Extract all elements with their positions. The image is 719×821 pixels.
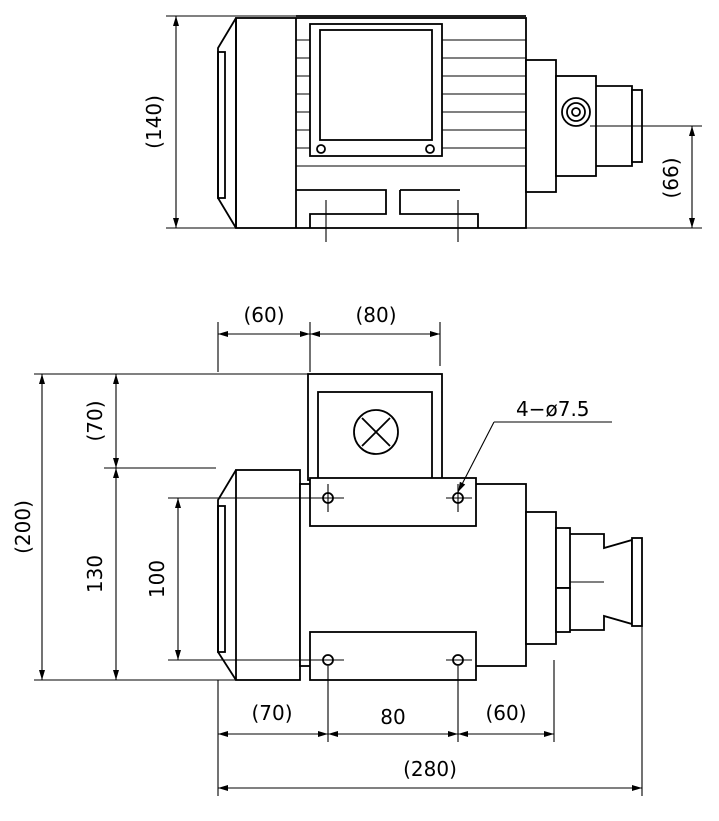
cable-entry-cross-b xyxy=(361,417,391,447)
flange-top xyxy=(525,511,557,645)
motor-housing-top xyxy=(235,469,301,681)
output-face-top xyxy=(631,537,643,627)
gear-head-top-a xyxy=(555,527,571,589)
dim-130: 130 xyxy=(83,555,107,593)
callout-leader xyxy=(457,421,495,493)
dim-height: (140) xyxy=(142,95,166,149)
top-view: (60) (80) (200) (70) 130 100 4−ø7.5 (70)… xyxy=(11,303,643,796)
dim-200: (200) xyxy=(11,500,35,554)
dim-70-upper: (70) xyxy=(83,400,107,441)
terminal-box xyxy=(309,23,443,157)
fan-cover-top xyxy=(217,469,237,681)
terminal-box-top xyxy=(307,373,443,481)
output-shaft-outer xyxy=(561,97,591,127)
dim-top-60: (60) xyxy=(243,303,284,327)
dim-bottom-70: (70) xyxy=(251,701,292,725)
terminal-screw-right xyxy=(425,144,435,154)
terminal-screw-left xyxy=(316,144,326,154)
fan-cover xyxy=(217,17,237,229)
dim-top-80: (80) xyxy=(355,303,396,327)
output-shaft-inner xyxy=(571,107,581,117)
terminal-box-cover xyxy=(319,29,433,141)
dim-280: (280) xyxy=(403,757,457,781)
mounting-feet xyxy=(296,189,479,228)
fan-cover-top-end xyxy=(217,505,226,653)
side-view: (140) (66) xyxy=(142,15,702,242)
dim-bottom-80: 80 xyxy=(380,705,405,729)
output-shaft-mid xyxy=(566,102,586,122)
dim-bottom-60: (60) xyxy=(485,701,526,725)
hole-callout: 4−ø7.5 xyxy=(516,397,590,421)
fan-cover-end xyxy=(217,51,226,199)
mount-plate-lower xyxy=(309,631,477,681)
gear-head-top-b xyxy=(555,587,571,633)
dim-shaft-height: (66) xyxy=(659,157,683,198)
mounting-holes xyxy=(316,484,472,666)
dim-100: 100 xyxy=(145,560,169,598)
cable-entry-circle xyxy=(353,409,399,455)
mount-plate-upper xyxy=(309,477,477,527)
flange xyxy=(525,59,557,193)
